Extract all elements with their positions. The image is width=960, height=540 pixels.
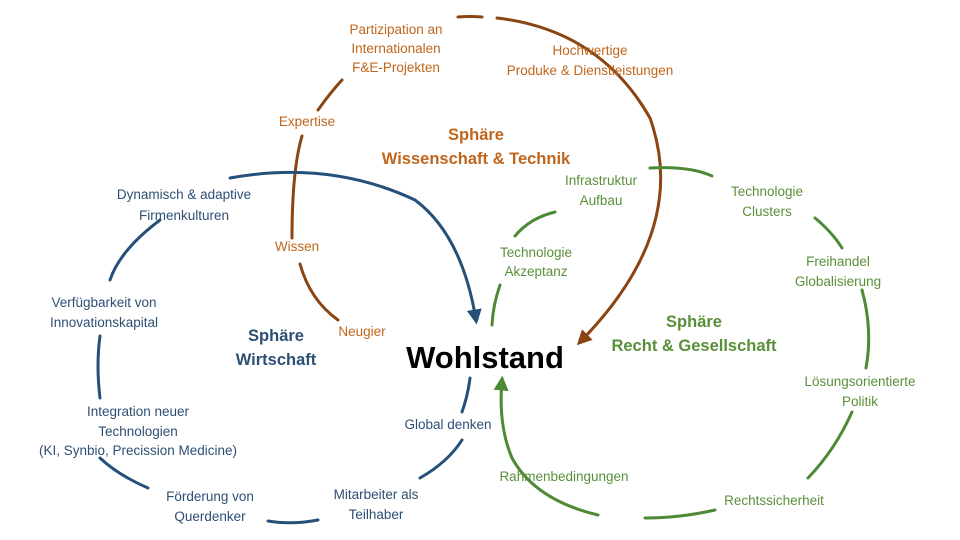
society-arc-right-lower bbox=[806, 410, 854, 480]
society-arc-right bbox=[860, 288, 871, 370]
label-verfuegbarkeit-2: Innovationskapital bbox=[50, 315, 158, 330]
economy-arc-lower-right bbox=[418, 438, 464, 480]
society-labels: Infrastruktur Aufbau Technologie Akzepta… bbox=[499, 173, 915, 508]
society-sphere-circle bbox=[490, 166, 871, 520]
label-hochwertige-1: Hochwertige bbox=[552, 43, 627, 58]
economy-arc-arrow bbox=[228, 170, 482, 325]
economy-arc-right bbox=[460, 376, 472, 414]
label-freihandel-2: Globalisierung bbox=[795, 274, 881, 289]
society-arc-bottom-right bbox=[643, 508, 717, 520]
label-freihandel-1: Freihandel bbox=[806, 254, 870, 269]
economy-sphere-title-line2: Wirtschaft bbox=[236, 351, 317, 369]
label-akzeptanz-1: Technologie bbox=[500, 245, 572, 260]
label-rechts: Rechtssicherheit bbox=[724, 493, 824, 508]
label-dynamisch-1: Dynamisch & adaptive bbox=[117, 187, 251, 202]
label-clusters-1: Technologie bbox=[731, 184, 803, 199]
label-infrastruktur-2: Aufbau bbox=[580, 193, 623, 208]
science-sphere-title-line1: Sphäre bbox=[448, 126, 504, 144]
label-infrastruktur-1: Infrastruktur bbox=[565, 173, 638, 188]
society-arc-right-upper bbox=[813, 216, 844, 250]
economy-sphere-circle bbox=[96, 170, 482, 525]
center-label: Wohlstand bbox=[406, 340, 564, 375]
label-foerderung-1: Förderung von bbox=[166, 489, 254, 504]
science-arc-top bbox=[456, 15, 484, 19]
label-global: Global denken bbox=[404, 417, 491, 432]
science-arc-upper-left bbox=[316, 78, 344, 112]
economy-arc-bottom bbox=[266, 518, 320, 525]
science-sphere-title-line2: Wissenschaft & Technik bbox=[382, 150, 571, 168]
society-arc-arrow bbox=[493, 375, 600, 517]
science-labels: Partizipation an Internationalen F&E-Pro… bbox=[275, 22, 673, 339]
society-sphere-title-line1: Sphäre bbox=[666, 313, 722, 331]
economy-arc-left bbox=[96, 334, 102, 400]
label-loesung-2: Politik bbox=[842, 394, 878, 409]
science-arc-arrow bbox=[495, 16, 663, 346]
society-arc-top bbox=[648, 166, 714, 178]
label-mitarbeiter-1: Mitarbeiter als bbox=[334, 487, 419, 502]
society-arc-left bbox=[490, 283, 502, 327]
label-partizipation-3: F&E-Projekten bbox=[352, 60, 440, 75]
label-wissen: Wissen bbox=[275, 239, 319, 254]
science-arc-lower-left bbox=[298, 262, 340, 322]
label-rahmen: Rahmenbedingungen bbox=[499, 469, 628, 484]
economy-labels: Dynamisch & adaptive Firmenkulturen Verf… bbox=[39, 187, 492, 524]
label-dynamisch-2: Firmenkulturen bbox=[139, 208, 229, 223]
label-partizipation-2: Internationalen bbox=[351, 41, 440, 56]
label-foerderung-2: Querdenker bbox=[174, 509, 246, 524]
society-sphere-title: Sphäre Recht & Gesellschaft bbox=[611, 313, 777, 355]
label-integration-2: Technologien bbox=[98, 424, 178, 439]
economy-arc-lower-left bbox=[98, 456, 150, 490]
society-arc-top-left bbox=[513, 210, 557, 238]
label-mitarbeiter-2: Teilhaber bbox=[349, 507, 404, 522]
society-sphere-title-line2: Recht & Gesellschaft bbox=[611, 337, 777, 355]
label-loesung-1: Lösungsorientierte bbox=[804, 374, 915, 389]
label-integration-1: Integration neuer bbox=[87, 404, 190, 419]
economy-arc-upper-left bbox=[108, 218, 162, 282]
economy-sphere-title: Sphäre Wirtschaft bbox=[236, 327, 317, 369]
economy-sphere-title-line1: Sphäre bbox=[248, 327, 304, 345]
label-clusters-2: Clusters bbox=[742, 204, 792, 219]
label-expertise: Expertise bbox=[279, 114, 335, 129]
label-hochwertige-2: Produke & Dienstleistungen bbox=[507, 63, 674, 78]
label-verfuegbarkeit-1: Verfügbarkeit von bbox=[51, 295, 156, 310]
label-neugier: Neugier bbox=[338, 324, 386, 339]
science-arc-left bbox=[290, 134, 304, 240]
label-akzeptanz-2: Akzeptanz bbox=[504, 264, 567, 279]
label-partizipation-1: Partizipation an bbox=[349, 22, 442, 37]
science-sphere-title: Sphäre Wissenschaft & Technik bbox=[382, 126, 571, 168]
science-sphere-circle bbox=[290, 15, 663, 346]
label-integration-3: (KI, Synbio, Precission Medicine) bbox=[39, 443, 237, 458]
